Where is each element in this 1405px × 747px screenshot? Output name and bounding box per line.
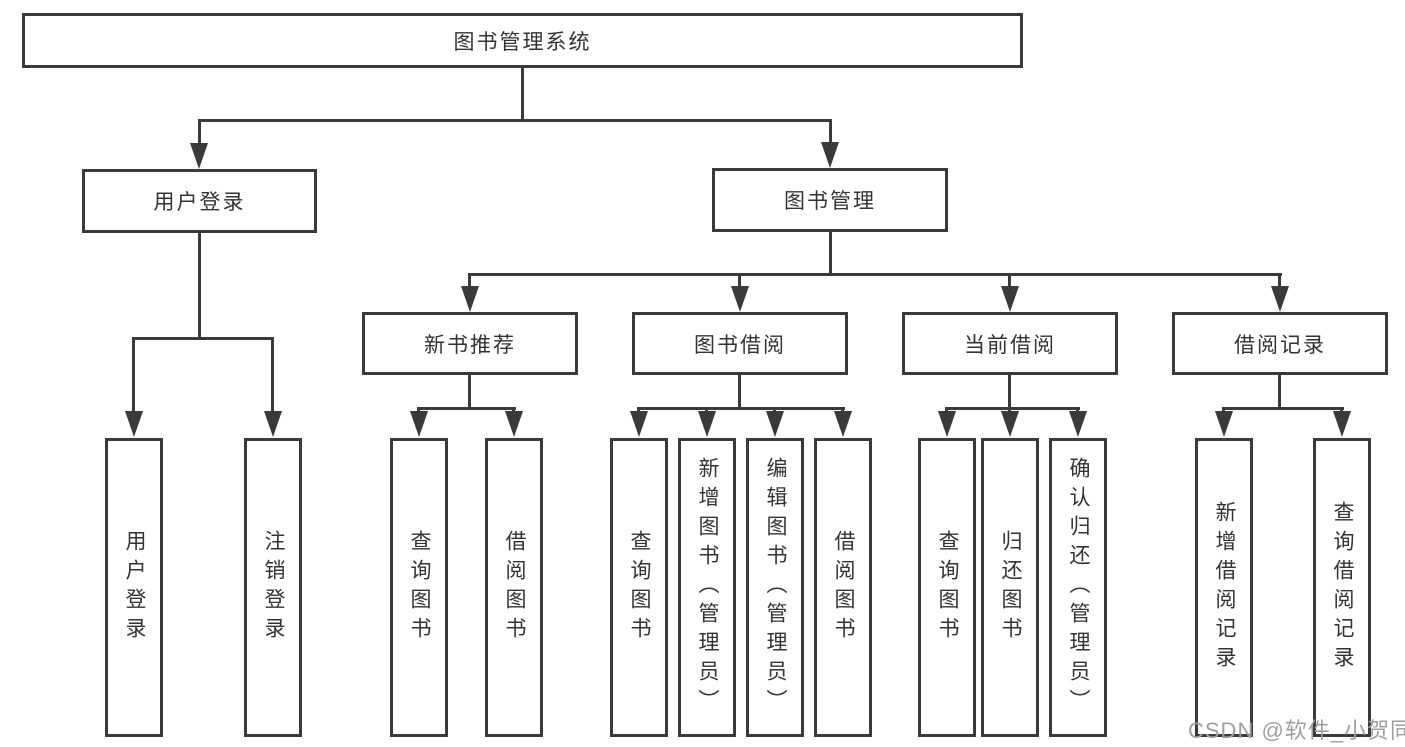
node-leaf-user-login: 用户登录 bbox=[105, 438, 163, 737]
arrowhead-leaf-cb-confirm-icon bbox=[1069, 411, 1087, 437]
connector-current-borrow-span bbox=[945, 407, 1080, 410]
connector-to-user-login bbox=[198, 119, 201, 145]
connector-to-current-borrow bbox=[1008, 273, 1011, 289]
node-leaf-bb-borrow-books: 借阅图书 bbox=[814, 438, 872, 737]
arrowhead-new-books-icon bbox=[461, 286, 479, 312]
node-leaf-cb-return-books: 归还图书 bbox=[981, 438, 1039, 737]
connector-to-leaf-bb-add bbox=[705, 407, 708, 413]
connector-book-mgmt-trunk bbox=[829, 232, 832, 276]
connector-to-leaf-cb-confirm bbox=[1076, 407, 1079, 413]
connector-to-leaf-bb-query bbox=[637, 407, 640, 413]
arrowhead-leaf-cb-return-icon bbox=[1001, 411, 1019, 437]
connector-to-leaf-nb-borrow bbox=[512, 407, 515, 413]
node-leaf-bb-edit-books: 编辑图书（管理员） bbox=[746, 438, 804, 737]
connector-book-borrow-span bbox=[637, 407, 845, 410]
node-leaf-cb-query-books: 查询图书 bbox=[918, 438, 976, 737]
node-user-login: 用户登录 bbox=[82, 169, 317, 233]
csdn-watermark: CSDN @软件_小贺同学 bbox=[1188, 718, 1405, 743]
connector-to-new-books bbox=[468, 273, 471, 289]
connector-to-leaf-user-login bbox=[132, 337, 135, 413]
node-leaf-br-add-record: 新增借阅记录 bbox=[1195, 438, 1253, 737]
node-book-mgmt: 图书管理 bbox=[712, 168, 948, 232]
arrowhead-leaf-logout-icon bbox=[264, 411, 282, 437]
connector-user-login-trunk bbox=[198, 233, 201, 339]
node-leaf-br-query-record: 查询借阅记录 bbox=[1313, 438, 1371, 737]
node-new-books: 新书推荐 bbox=[362, 312, 578, 375]
arrowhead-leaf-br-add-icon bbox=[1215, 411, 1233, 437]
connector-borrow-records-trunk bbox=[1278, 375, 1281, 409]
node-leaf-logout: 注销登录 bbox=[244, 438, 302, 737]
connector-current-borrow-trunk bbox=[1008, 375, 1011, 409]
connector-to-borrow-records bbox=[1278, 273, 1281, 289]
connector-to-leaf-nb-query bbox=[417, 407, 420, 413]
connector-new-books-trunk bbox=[468, 375, 471, 409]
arrowhead-current-borrow-icon bbox=[1001, 286, 1019, 312]
arrowhead-leaf-nb-query-icon bbox=[410, 411, 428, 437]
node-leaf-bb-add-books: 新增图书（管理员） bbox=[678, 438, 736, 737]
arrowhead-leaf-cb-query-icon bbox=[938, 411, 956, 437]
node-book-borrow: 图书借阅 bbox=[632, 312, 848, 375]
arrowhead-user-login-icon bbox=[190, 143, 208, 169]
arrowhead-leaf-bb-borrow-icon bbox=[834, 411, 852, 437]
connector-book-borrow-trunk bbox=[738, 375, 741, 409]
arrowhead-leaf-br-query-icon bbox=[1333, 411, 1351, 437]
connector-new-books-span bbox=[417, 407, 516, 410]
arrowhead-leaf-bb-edit-icon bbox=[766, 411, 784, 437]
node-current-borrow: 当前借阅 bbox=[902, 312, 1118, 375]
connector-to-leaf-br-add bbox=[1222, 407, 1225, 413]
arrowhead-leaf-bb-query-icon bbox=[630, 411, 648, 437]
node-borrow-records: 借阅记录 bbox=[1172, 312, 1388, 375]
arrowhead-borrow-records-icon bbox=[1271, 286, 1289, 312]
connector-to-leaf-cb-query bbox=[945, 407, 948, 413]
connector-user-login-span bbox=[132, 337, 274, 340]
node-leaf-nb-query-books: 查询图书 bbox=[390, 438, 448, 737]
arrowhead-book-mgmt-icon bbox=[821, 142, 839, 168]
arrowhead-leaf-bb-add-icon bbox=[698, 411, 716, 437]
arrowhead-book-borrow-icon bbox=[731, 286, 749, 312]
arrowhead-leaf-user-login-icon bbox=[125, 411, 143, 437]
connector-to-leaf-cb-return bbox=[1008, 407, 1011, 413]
node-leaf-nb-borrow-books: 借阅图书 bbox=[485, 438, 543, 737]
connector-level2-span bbox=[198, 119, 832, 122]
connector-level3-span bbox=[468, 273, 1282, 276]
node-root: 图书管理系统 bbox=[22, 13, 1023, 68]
node-leaf-cb-confirm-return: 确认归还（管理员） bbox=[1049, 438, 1107, 737]
connector-to-leaf-logout bbox=[271, 337, 274, 413]
connector-root-trunk bbox=[521, 68, 524, 122]
connector-to-leaf-br-query bbox=[1340, 407, 1343, 413]
connector-to-book-mgmt bbox=[829, 119, 832, 144]
connector-to-leaf-bb-edit bbox=[773, 407, 776, 413]
node-leaf-bb-query-books: 查询图书 bbox=[610, 438, 668, 737]
arrowhead-leaf-nb-borrow-icon bbox=[505, 411, 523, 437]
connector-borrow-records-span bbox=[1222, 407, 1344, 410]
connector-to-book-borrow bbox=[738, 273, 741, 289]
connector-to-leaf-bb-borrow bbox=[841, 407, 844, 413]
